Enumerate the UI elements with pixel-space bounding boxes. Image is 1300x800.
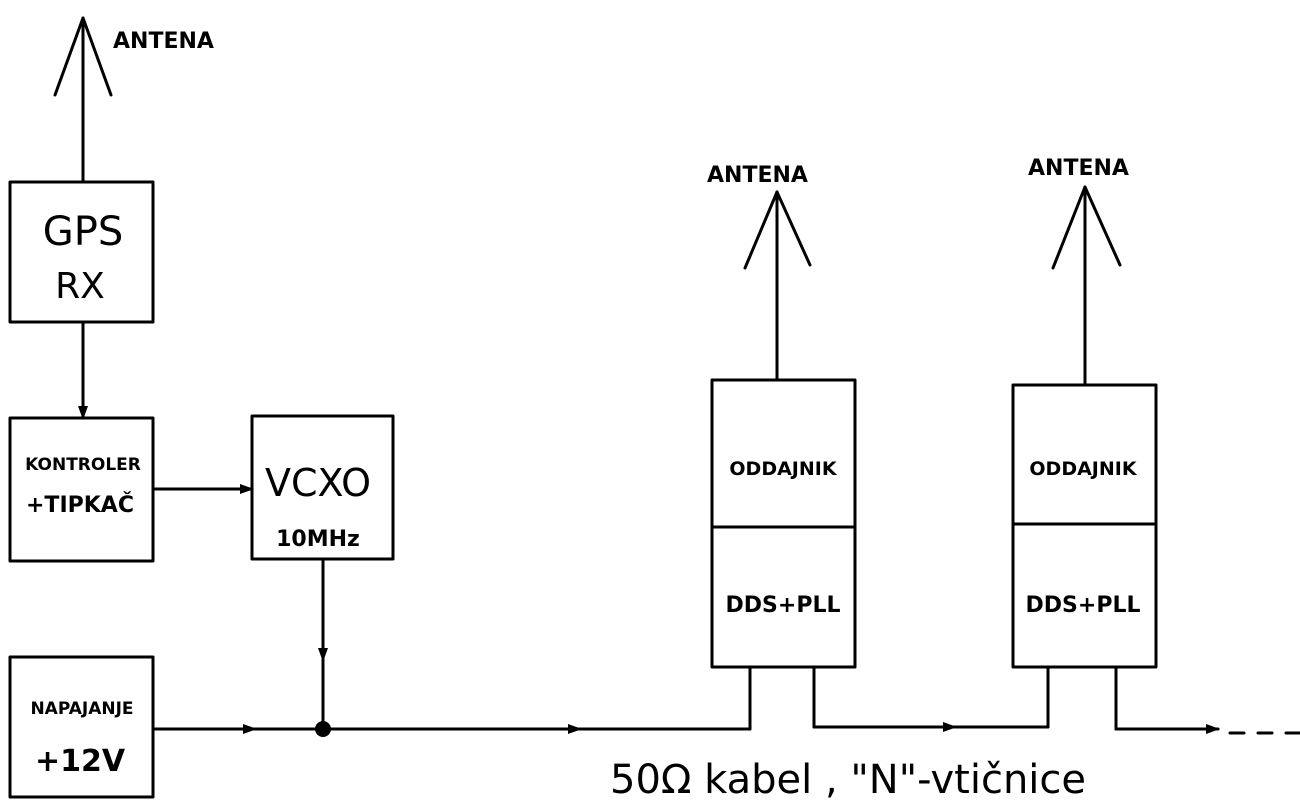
transmitter-1-antenna-icon bbox=[743, 190, 812, 382]
transmitter-2-top-label: ODDAJNIK bbox=[1029, 458, 1137, 480]
transmitter-2-block bbox=[1011, 383, 1158, 669]
gps-antenna-icon bbox=[53, 16, 113, 184]
bus-junction-dot bbox=[315, 721, 331, 737]
transmitter-2-antenna-label: ANTENA bbox=[1028, 156, 1129, 181]
transmitter-1-antenna-label: ANTENA bbox=[707, 163, 808, 188]
gps-block-line1: GPS bbox=[43, 209, 124, 255]
power-block-line2: +12V bbox=[35, 744, 126, 779]
controller-block-line1: KONTROLER bbox=[25, 455, 141, 475]
transmitter-1-top-label: ODDAJNIK bbox=[729, 458, 837, 480]
transmitter-2-bottom-label: DDS+PLL bbox=[1026, 593, 1141, 618]
bus-caption: 50Ω kabel , "N"-vtičnice bbox=[610, 757, 1086, 800]
power-supply-block bbox=[8, 655, 155, 799]
gps-antenna-label: ANTENA bbox=[113, 29, 214, 54]
gps-block-line2: RX bbox=[55, 266, 105, 307]
power-block-line1: NAPAJANJE bbox=[30, 699, 133, 719]
transmitter-1-block bbox=[710, 378, 857, 669]
transmitter-2-antenna-icon bbox=[1051, 185, 1122, 387]
bus-line bbox=[151, 665, 1300, 735]
vcxo-block-line2: 10MHz bbox=[276, 527, 360, 552]
vcxo-block-line1: VCXO bbox=[265, 461, 371, 505]
controller-block bbox=[8, 416, 155, 563]
controller-block-line2: +TIPKAČ bbox=[26, 492, 134, 518]
transmitter-1-bottom-label: DDS+PLL bbox=[726, 593, 841, 618]
